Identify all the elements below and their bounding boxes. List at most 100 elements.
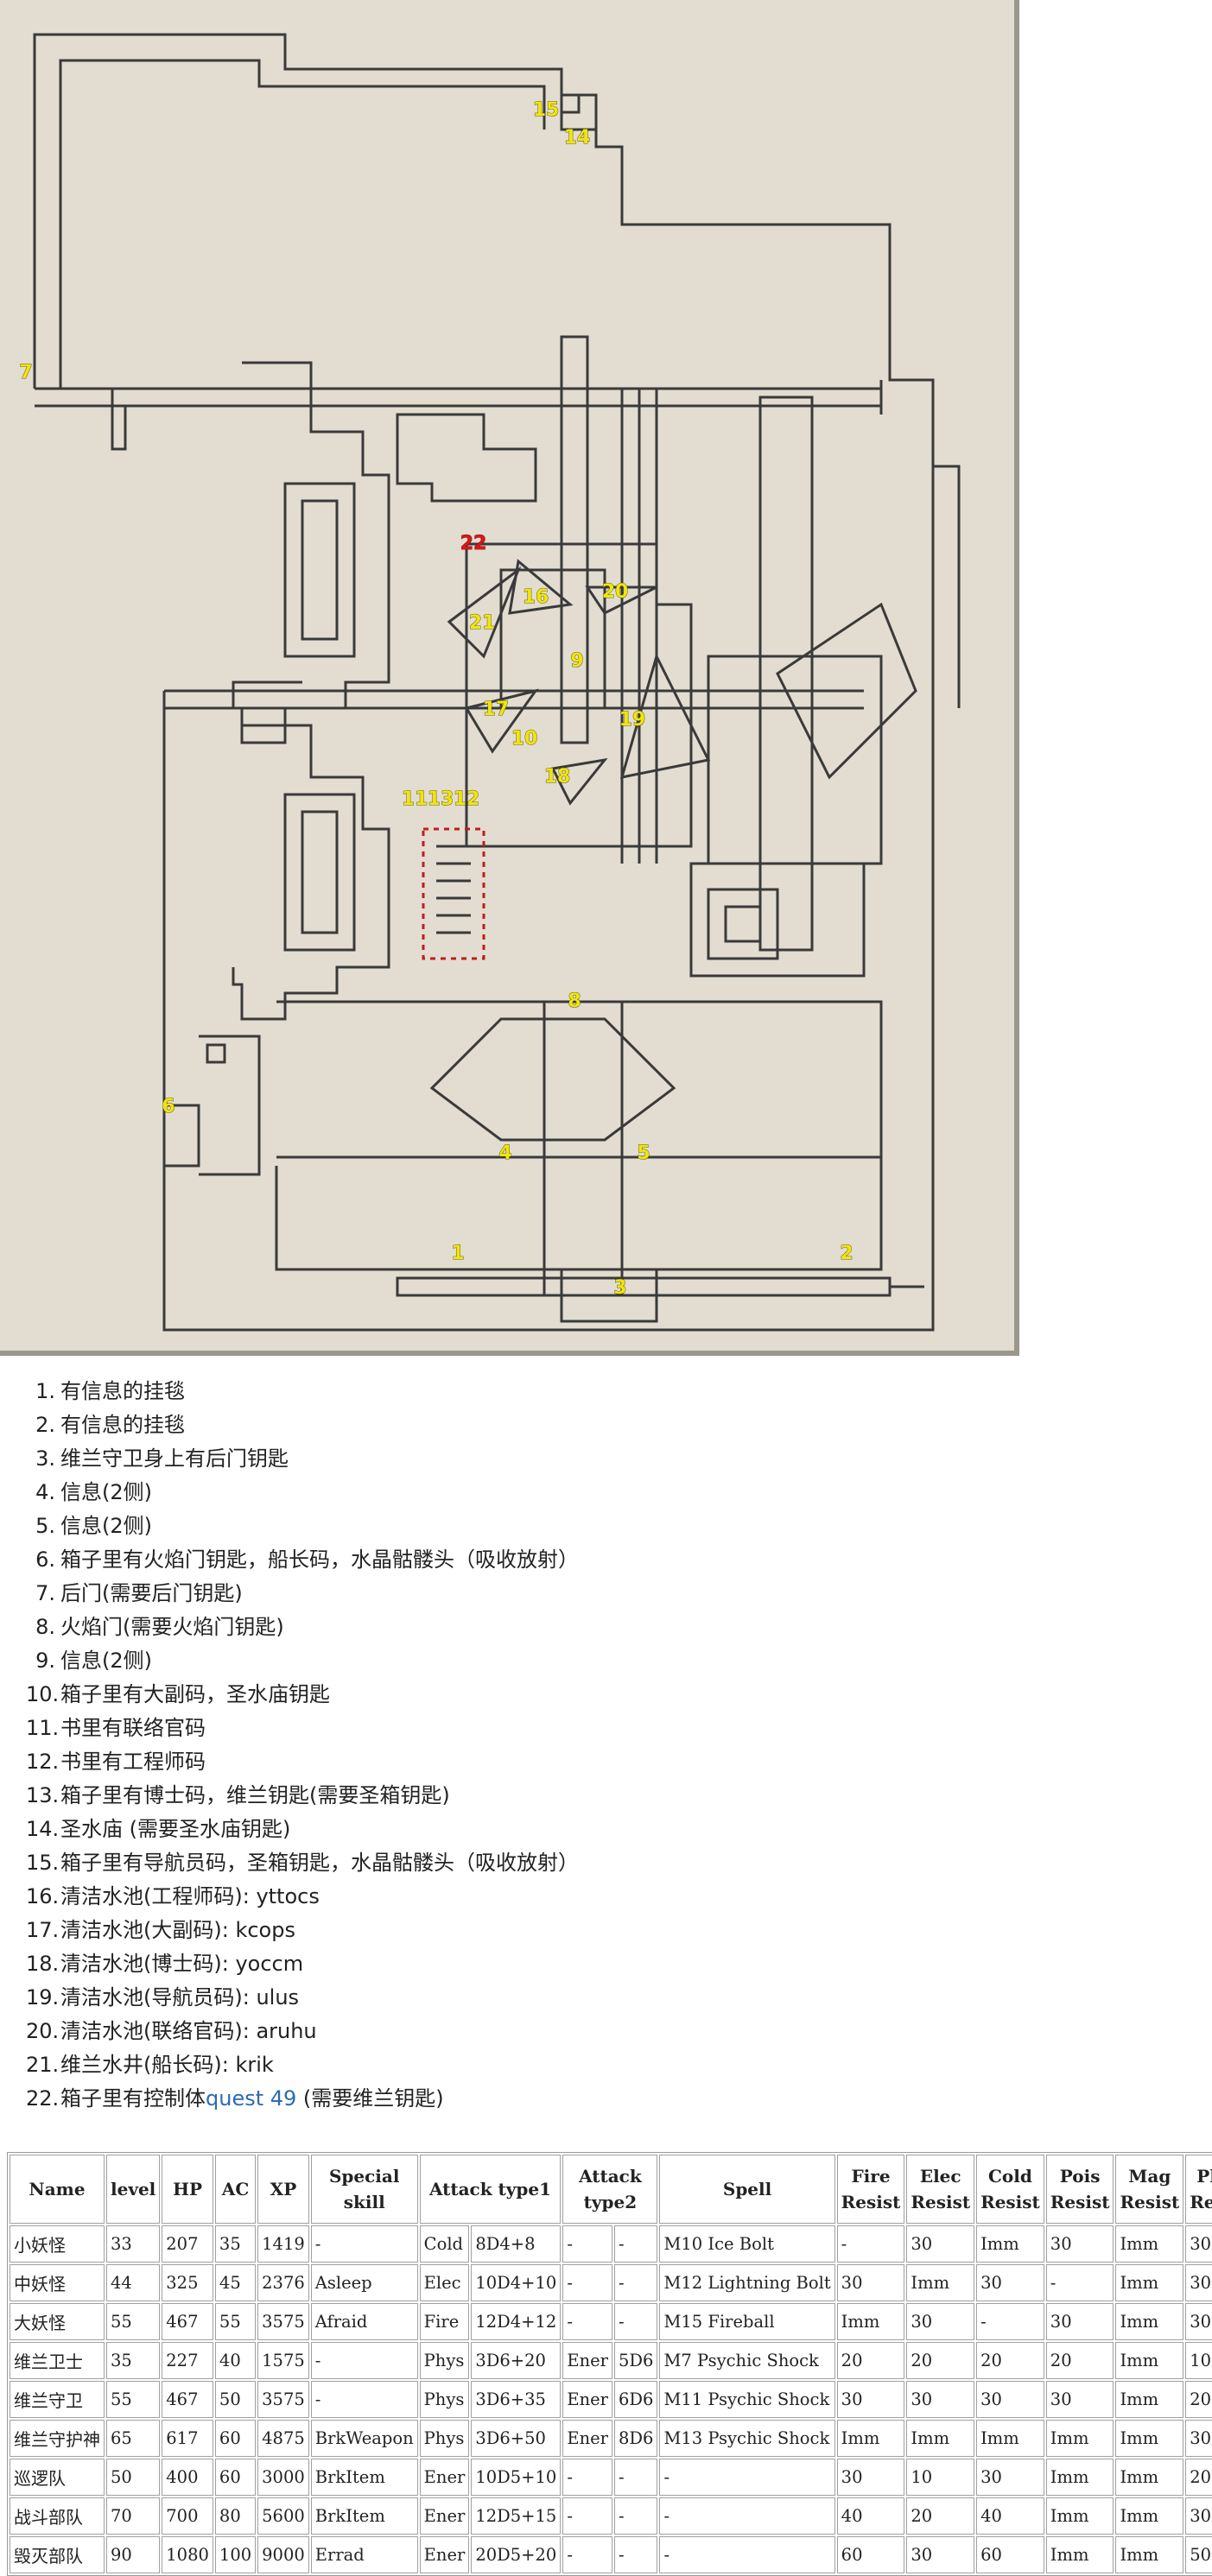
table-cell: 3575 xyxy=(257,2303,309,2340)
legend-item: 15.箱子里有导航员码，圣箱钥匙，水晶骷髅头（吸收放射） xyxy=(26,1846,1183,1880)
legend-item-text: 箱子里有控制体 xyxy=(60,2086,206,2111)
table-cell: - xyxy=(836,2225,905,2263)
monster-name-cell: 小妖怪 xyxy=(10,2225,105,2263)
map-marker-4: 4 xyxy=(498,1142,511,1164)
legend-item-number: 13. xyxy=(26,1783,60,1807)
monster-name-cell: 维兰守护神 xyxy=(10,2420,105,2457)
legend-item-number: 22. xyxy=(26,2086,60,2111)
table-cell: 30 xyxy=(976,2264,1044,2301)
table-cell: 4875 xyxy=(257,2420,309,2457)
table-cell: 60 xyxy=(214,2420,257,2457)
table-cell: Asleep xyxy=(310,2264,418,2301)
legend-item-text: 清洁水池(工程师码): yttocs xyxy=(60,1884,320,1908)
legend-item-number: 10. xyxy=(26,1682,60,1706)
table-cell: Imm xyxy=(976,2420,1044,2457)
legend-item-text: 有信息的挂毯 xyxy=(60,1379,185,1403)
header-elec-resist: Elec Resist xyxy=(906,2155,975,2224)
header-ac: AC xyxy=(214,2155,257,2224)
table-cell: BrkWeapon xyxy=(310,2420,418,2457)
table-cell: 20D5+20 xyxy=(471,2536,562,2573)
table-cell: 20 xyxy=(836,2342,905,2379)
map-marker-6: 6 xyxy=(162,1096,175,1117)
legend-item-text: 书里有联络官码 xyxy=(60,1716,206,1740)
table-cell: 100 xyxy=(214,2536,257,2573)
legend-item: 16.清洁水池(工程师码): yttocs xyxy=(26,1880,1183,1914)
header-hp: HP xyxy=(162,2155,213,2224)
legend-item-number: 9. xyxy=(35,1649,55,1673)
table-cell: M10 Ice Bolt xyxy=(659,2225,835,2263)
legend-item-note: (需要维兰钥匙) xyxy=(296,2086,444,2111)
table-cell: 2376 xyxy=(257,2264,309,2301)
map-marker-13: 13 xyxy=(428,788,454,810)
table-cell: M12 Lightning Bolt xyxy=(659,2264,835,2301)
table-cell: 5600 xyxy=(257,2497,309,2535)
legend-item-text: 后门(需要后门钥匙) xyxy=(60,1581,243,1605)
legend-item: 3.维兰守卫身上有后门钥匙 xyxy=(35,1442,1183,1476)
table-cell: Imm xyxy=(836,2420,905,2457)
header-pois-resist: Pois Resist xyxy=(1045,2155,1114,2224)
legend-item-text: 清洁水池(博士码): yoccm xyxy=(60,1952,304,1976)
legend-item: 17.清洁水池(大副码): kcops xyxy=(26,1914,1183,1947)
legend-item-number: 19. xyxy=(26,1985,60,2010)
table-cell: 227 xyxy=(162,2342,213,2379)
legend-item-text: 维兰守卫身上有后门钥匙 xyxy=(60,1446,289,1471)
table-cell: 40 xyxy=(836,2497,905,2535)
table-cell: 55 xyxy=(214,2303,257,2340)
table-cell: Afraid xyxy=(310,2303,418,2340)
header-cold-resist: Cold Resist xyxy=(976,2155,1044,2224)
table-cell: 9000 xyxy=(257,2536,309,2573)
map-marker-21: 21 xyxy=(469,612,496,634)
legend-item-text: 火焰门(需要火焰门钥匙) xyxy=(60,1615,284,1639)
map-marker-7: 7 xyxy=(19,362,32,383)
table-cell: 30 xyxy=(1185,2225,1212,2263)
legend-item-number: 7. xyxy=(35,1581,55,1605)
table-cell: 90 xyxy=(106,2536,161,2573)
legend-item-number: 16. xyxy=(26,1884,60,1908)
table-cell: 10 xyxy=(1185,2342,1212,2379)
header-attack-type2: Attack type2 xyxy=(562,2155,658,2224)
legend-item: 2.有信息的挂毯 xyxy=(35,1408,1183,1442)
table-cell: 60 xyxy=(214,2459,257,2496)
legend-item: 7.后门(需要后门钥匙) xyxy=(35,1577,1183,1611)
table-cell: Phys xyxy=(419,2342,470,2379)
legend-item-text: 箱子里有大副码，圣水庙钥匙 xyxy=(60,1682,330,1706)
table-cell: - xyxy=(562,2303,612,2340)
monster-name-cell: 战斗部队 xyxy=(10,2497,105,2535)
legend-item: 12.书里有工程师码 xyxy=(26,1745,1183,1779)
table-cell: 12D4+12 xyxy=(471,2303,562,2340)
table-cell: 60 xyxy=(976,2536,1044,2573)
table-cell: Fire xyxy=(419,2303,470,2340)
table-cell: Imm xyxy=(1115,2459,1184,2496)
table-cell: 3D6+50 xyxy=(471,2420,562,2457)
table-cell: 35 xyxy=(214,2225,257,2263)
table-cell: 3575 xyxy=(257,2381,309,2418)
legend-item-number: 18. xyxy=(26,1952,60,1976)
header-name: Name xyxy=(10,2155,105,2224)
legend-item: 8.火焰门(需要火焰门钥匙) xyxy=(35,1611,1183,1644)
legend-item-text: 信息(2侧) xyxy=(60,1514,152,1538)
quest-link[interactable]: quest 49 xyxy=(206,2086,297,2111)
table-cell: M15 Fireball xyxy=(659,2303,835,2340)
legend-item-text: 清洁水池(大副码): kcops xyxy=(60,1918,295,1942)
legend-item: 20.清洁水池(联络官码): aruhu xyxy=(26,2015,1183,2048)
legend-item: 14.圣水庙 (需要圣水庙钥匙) xyxy=(26,1813,1183,1846)
table-cell: 30 xyxy=(836,2381,905,2418)
table-cell: Imm xyxy=(906,2264,975,2301)
table-cell: 12D5+15 xyxy=(471,2497,562,2535)
table-cell: Imm xyxy=(1045,2536,1114,2573)
legend-item-text: 书里有工程师码 xyxy=(60,1750,206,1774)
table-cell: 50 xyxy=(214,2381,257,2418)
table-cell: 5D6 xyxy=(613,2342,658,2379)
map-marker-8: 8 xyxy=(568,991,581,1012)
map-marker-1: 1 xyxy=(451,1243,464,1264)
table-cell: Imm xyxy=(1115,2342,1184,2379)
table-cell: - xyxy=(659,2536,835,2573)
map-marker-14: 14 xyxy=(564,127,591,149)
legend-item: 19.清洁水池(导航员码): ulus xyxy=(26,1981,1183,2015)
table-cell: Ener xyxy=(562,2342,612,2379)
table-cell: Ener xyxy=(419,2459,470,2496)
